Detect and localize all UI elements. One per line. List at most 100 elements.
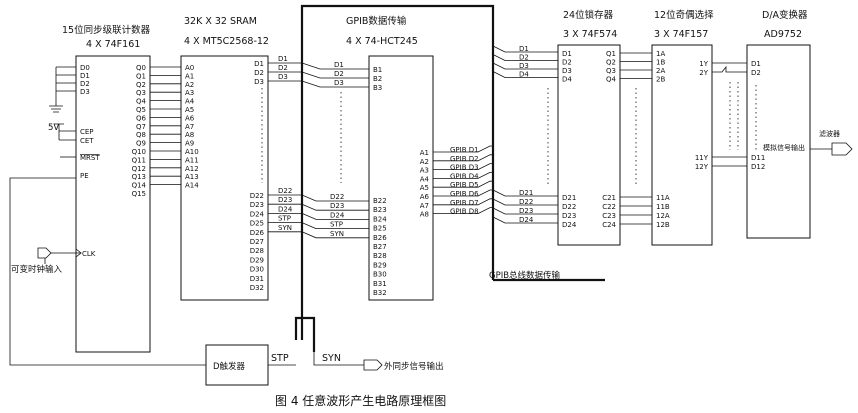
gpib-pin-a7: A7 [420, 202, 429, 210]
selector-pin-1b: 1B [656, 59, 665, 67]
vcc-label: 5V [48, 123, 59, 133]
counter-block: 15位同步级联计数器 4 X 74F161 D0 D1 D2 D3 CEP CE… [48, 24, 151, 353]
gpib-pin-b1: B1 [373, 66, 382, 74]
counter-pin-cet: CET [80, 137, 94, 145]
gpib-pin-a2: A2 [420, 158, 429, 166]
sram-gpib-wire-bottom [268, 194, 369, 202]
selector-box [651, 44, 713, 246]
gpib-line-wire [433, 145, 493, 153]
wire-label-left-syn: SYN [278, 224, 292, 232]
counter-pin-q12: Q12 [132, 165, 146, 173]
selector-block: 12位奇偶选择 3 X 74F157 1A1B2A2B11A11B12A12B1… [651, 9, 714, 246]
sram-pin-a1: A1 [185, 72, 194, 80]
selector-pin-1y: 1Y [699, 60, 708, 68]
sram-gpib-wire-bottom [268, 213, 369, 220]
dac-block: D/A变换器 AD9752 D1 D2 D11 D12 模拟信号输出 [746, 9, 811, 239]
bus-wire-label-d4: D4 [519, 71, 529, 79]
dac-pin-d11: D11 [751, 154, 765, 162]
gpib-pin-b24: B24 [373, 215, 387, 223]
sram-pin-d26: D26 [250, 229, 265, 237]
gpib-line-label-6: GPIB D6 [450, 190, 479, 198]
syn-label: SYN [322, 353, 341, 364]
gpib-line-label-2: GPIB D2 [450, 155, 479, 163]
latch-pin-q2: Q2 [606, 59, 616, 67]
counter-pin-pe: PE [80, 172, 89, 180]
clk-triangle [75, 248, 82, 258]
sram-pin-a4: A4 [185, 98, 195, 106]
sram-pin-d27: D27 [250, 238, 264, 246]
gpib-line-wire [433, 198, 493, 206]
sram-pin-a2: A2 [185, 81, 194, 89]
gpib-pin-b30: B30 [373, 271, 387, 279]
gpib-pin-a3: A3 [420, 167, 429, 175]
counter-pin-q11: Q11 [132, 156, 146, 164]
counter-pin-q8: Q8 [136, 131, 146, 139]
sram-pin-d1: D1 [254, 60, 264, 68]
bus-latch-wire-bottom [492, 198, 558, 206]
latch-box [557, 44, 621, 246]
gpib-bus-down [294, 316, 316, 352]
gpib-pin-b2: B2 [373, 75, 382, 83]
dff-block: D触发器 STP [205, 344, 296, 386]
dff-stp-label: STP [271, 353, 289, 364]
latch-pin-d4: D4 [562, 76, 572, 84]
sram-box [180, 55, 269, 301]
wire-label-right-d3: D3 [334, 79, 344, 87]
sram-pin-a13: A13 [185, 173, 199, 181]
selector-pin-11y: 11Y [695, 154, 709, 162]
sram-gpib-wire-bottom [268, 222, 369, 229]
counter-pin-q5: Q5 [136, 106, 146, 114]
bus-wire-label-d24: D24 [519, 216, 534, 224]
sel-dac-ellipsis [729, 82, 739, 150]
wire-label-left-d22: D22 [278, 187, 292, 195]
dff-label: D触发器 [213, 361, 246, 372]
gpib-pin-b32: B32 [373, 289, 387, 297]
latch-pin-d22: D22 [562, 203, 576, 211]
counter-pin-q3: Q3 [136, 89, 146, 97]
sram-gpib-wire-top [268, 62, 369, 70]
gpib-line-wire [433, 172, 493, 179]
clock-input-wire [44, 252, 76, 264]
sram-block: 32K X 32 SRAM 4 X MT5C2568-12 A0A1A2A3A4… [180, 16, 269, 301]
counter-pin-q1: Q1 [136, 72, 146, 80]
selector-pin-2b: 2B [656, 76, 665, 84]
wire-label-left-d1: D1 [278, 55, 288, 63]
wire-label-right-d23: D23 [330, 202, 344, 210]
clock-input-label: 可变时钟输入 [11, 264, 63, 275]
gpib-pin-b22: B22 [373, 197, 387, 205]
sram-pin-a7: A7 [185, 123, 194, 131]
wire-label-left-d3: D3 [278, 73, 288, 81]
gpib-pin-b27: B27 [373, 243, 387, 251]
gpib-pin-b29: B29 [373, 261, 387, 269]
latch-pin-c23: C23 [602, 212, 616, 220]
sram-pin-d2: D2 [254, 69, 264, 77]
latch-pin-q3: Q3 [606, 67, 616, 75]
gpib-pin-a8: A8 [420, 211, 429, 219]
gpib-line-label-1: GPIB D1 [450, 146, 479, 154]
gpib-pin-b25: B25 [373, 225, 387, 233]
gpib-pin-a5: A5 [420, 184, 429, 192]
gpib-pin-a1: A1 [420, 149, 429, 157]
sram-title: 32K X 32 SRAM [184, 16, 257, 27]
wire-label-left-d23: D23 [278, 196, 292, 204]
wire-label-right-d2: D2 [334, 70, 344, 78]
latch-pin-c24: C24 [602, 221, 616, 229]
figure-caption: 图 4 任意波形产生电路原理框图 [275, 393, 446, 408]
latch-pin-d1: D1 [562, 50, 572, 58]
latch-pin-d21: D21 [562, 194, 576, 202]
bus-latch-wire-bottom [492, 207, 558, 215]
sram-gpib-wire-top [268, 71, 369, 79]
latch-part: 3 X 74F574 [563, 29, 617, 40]
gpib-line-wire [433, 180, 493, 188]
sram-gpib-wire-top [268, 80, 369, 88]
sram-pin-d23: D23 [250, 201, 264, 209]
counter-pin-q2: Q2 [136, 81, 146, 89]
sram-gpib-wire-bottom [268, 231, 369, 239]
gpib-line-wire [433, 163, 493, 170]
gpib-bus-label: GPIB总线数据传输 [489, 270, 561, 281]
counter-pin-q10: Q10 [132, 148, 146, 156]
counter-pin-q0: Q0 [136, 64, 146, 72]
